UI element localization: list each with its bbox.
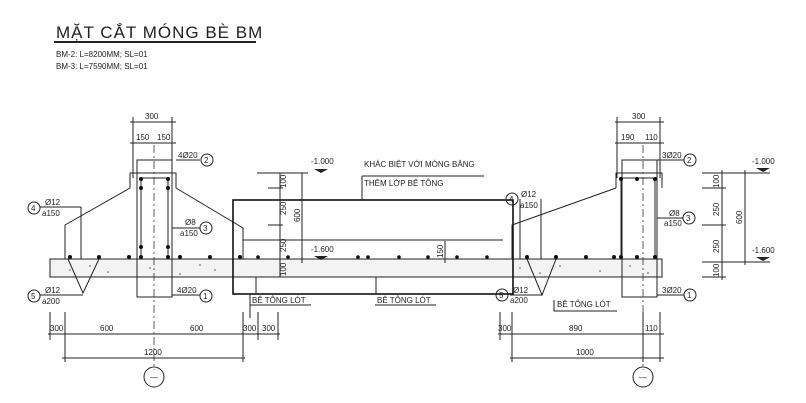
- right-bar5-mark-text: 5: [499, 291, 504, 300]
- right-axis-label: —: [639, 373, 647, 382]
- left-bar5-mark-text: 5: [31, 292, 36, 301]
- left-bar1-mark: [199, 289, 213, 303]
- middle-section: 100 250 250 100 600 150 -1.000 -1.600 KH…: [232, 157, 514, 333]
- right-dim-total: 1000: [576, 348, 594, 357]
- right-bar2-mark: [683, 153, 697, 167]
- right-vert-dim-4: 100: [712, 263, 721, 277]
- left-bar4-mark-text: 4: [31, 204, 36, 213]
- right-bar2-label: 3Ø20: [662, 151, 682, 160]
- left-bar3-dia: Ø8: [185, 218, 196, 227]
- right-dim-1: 300: [498, 324, 512, 333]
- mid-bottom-dim: 300: [262, 324, 276, 333]
- right-bar3-spacing: a150: [664, 219, 682, 228]
- right-vert-dim-3: 250: [712, 239, 721, 253]
- right-bar5-dia: Ø12: [513, 286, 529, 295]
- mid-vert-dim-2: 250: [279, 201, 288, 215]
- left-dim-total: 1200: [144, 348, 162, 357]
- right-top-dim-part-2: 110: [645, 133, 658, 142]
- mid-vert-dim-1: 100: [279, 174, 288, 188]
- lean-concrete-label-1: BÊ TÔNG LÓT: [252, 296, 306, 305]
- left-bar4-spacing: a150: [42, 209, 60, 218]
- right-bar2-mark-text: 2: [687, 156, 692, 165]
- right-vert-total: 600: [735, 210, 744, 224]
- left-top-dim-total: 300: [145, 112, 159, 121]
- right-bar4-dia: Ø12: [521, 190, 537, 199]
- note-bm3: BM-3: L=7590MM; SL=01: [56, 62, 148, 71]
- left-bar1-mark-text: 1: [203, 292, 208, 301]
- right-bar1-mark-text: 1: [687, 291, 692, 300]
- right-bar1-mark: [683, 288, 697, 302]
- left-bar5-mark: [27, 289, 41, 303]
- right-level-top: -1.000: [752, 157, 775, 166]
- left-bar2-mark: [200, 153, 214, 167]
- foundation-slab: [49, 258, 663, 278]
- left-bar4-dia: Ø12: [45, 198, 61, 207]
- mid-level-top: -1.000: [311, 157, 334, 166]
- mid-vert-total: 600: [293, 208, 302, 222]
- right-level-bottom: -1.600: [752, 246, 775, 255]
- right-vert-dim-2: 250: [712, 202, 721, 216]
- left-top-dim-part-2: 150: [157, 133, 171, 142]
- right-top-dim-part-1: 190: [621, 133, 635, 142]
- left-axis-label: —: [150, 373, 158, 382]
- lean-concrete-label-2: BÊ TÔNG LÓT: [377, 296, 431, 305]
- left-dim-2: 600: [100, 324, 114, 333]
- left-bar1-label: 4Ø20: [177, 286, 197, 295]
- right-lean-concrete-label: BÊ TÔNG LÓT: [557, 300, 611, 309]
- right-bar3-mark-text: 3: [686, 214, 691, 223]
- right-bar1-label: 3Ø20: [662, 286, 682, 295]
- right-axis-bubble: [632, 366, 654, 388]
- level-marker-icon: [314, 169, 328, 173]
- left-dim-1: 300: [50, 324, 64, 333]
- right-dim-2: 890: [569, 324, 583, 333]
- mid-level-bottom: -1.600: [311, 245, 334, 254]
- right-bar3-dia: Ø8: [669, 209, 680, 218]
- right-bar4-mark-text: 4: [509, 195, 514, 204]
- left-bar2-label: 4Ø20: [178, 151, 198, 160]
- right-bar5-spacing: a200: [510, 296, 528, 305]
- right-top-dim-total: 300: [632, 112, 646, 121]
- mid-slab-dim: 150: [436, 244, 445, 258]
- level-marker-icon: [314, 256, 328, 260]
- left-bar3-spacing: a150: [180, 229, 198, 238]
- left-bar5-spacing: a200: [42, 297, 60, 306]
- mid-vert-dim-3: 250: [279, 238, 288, 252]
- left-bar5-dia: Ø12: [45, 286, 61, 295]
- mid-vert-dim-4: 100: [279, 262, 288, 276]
- right-bar3-mark: [682, 211, 696, 225]
- drawing-title: MẶT CẮT MÓNG BÈ BM: [56, 23, 263, 42]
- left-bar3-mark-text: 3: [203, 224, 208, 233]
- left-bar4-mark: [27, 201, 41, 215]
- left-footing: 300 150 150 4Ø20 2 Ø8 a150 3 4 Ø12 a150 …: [27, 112, 280, 388]
- right-footing: 300 190 110 3Ø20 2 Ø8 a150 3 4 Ø12 a150 …: [495, 112, 775, 388]
- right-vert-dim-1: 100: [712, 174, 721, 188]
- left-dim-4: 300: [243, 324, 257, 333]
- right-dim-3: 110: [645, 324, 658, 333]
- mid-note-line1: KHÁC BIỆT VỚI MÓNG BĂNG: [364, 160, 475, 169]
- right-bar4-spacing: a150: [520, 201, 538, 210]
- mid-note-line2: THÊM LỚP BÊ TÔNG: [364, 179, 443, 188]
- left-axis-bubble: [143, 366, 165, 388]
- left-dim-3: 600: [190, 324, 204, 333]
- right-bar5-mark: [495, 288, 509, 302]
- left-bar3-mark: [199, 221, 213, 235]
- level-marker-icon: [756, 168, 770, 172]
- note-bm2: BM-2: L=8200MM; SL=01: [56, 50, 148, 59]
- right-bar4-mark: [505, 192, 519, 206]
- left-top-dim-part-1: 150: [136, 133, 150, 142]
- level-marker-icon: [756, 257, 770, 261]
- left-bar2-mark-text: 2: [204, 156, 209, 165]
